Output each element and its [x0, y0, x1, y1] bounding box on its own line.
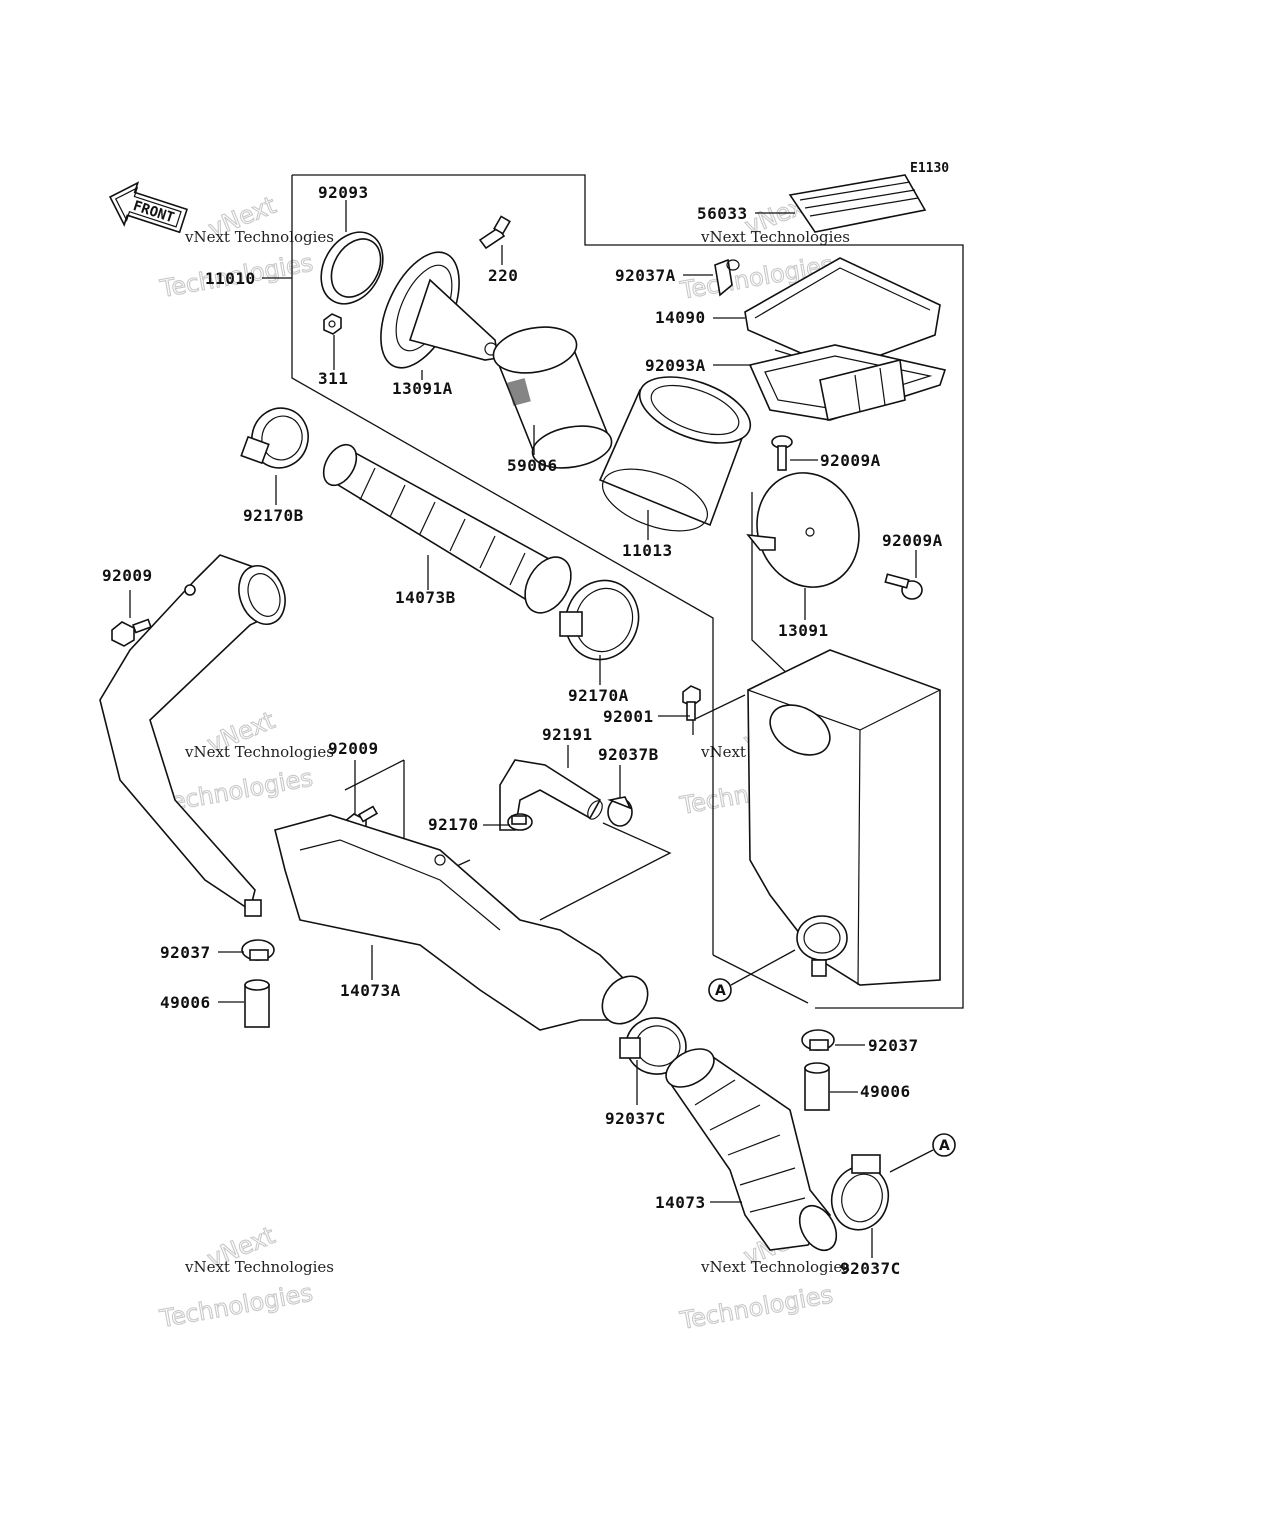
label-49006-right: 49006 — [860, 1082, 911, 1101]
clamp-92170B — [240, 407, 309, 469]
label-11013: 11013 — [622, 541, 673, 560]
filter-element-11013 — [598, 376, 752, 532]
label-92170: 92170 — [428, 815, 479, 834]
callout-a-lower: A — [889, 1133, 956, 1173]
svg-text:Technologies: Technologies — [157, 1279, 315, 1334]
bolt-220 — [478, 215, 511, 250]
clamp-92037B — [607, 796, 633, 827]
label-92037-right: 92037 — [868, 1036, 919, 1055]
label-11010: 11010 — [205, 269, 256, 288]
clamp-92037C-right — [830, 1154, 890, 1231]
label-59006: 59006 — [507, 456, 558, 475]
svg-text:vNext Technologies: vNext Technologies — [184, 228, 334, 246]
clamp-92037-right — [801, 1029, 835, 1051]
filter-holder-13091A — [380, 251, 499, 369]
label-92093A: 92093A — [645, 356, 706, 375]
label-92009-left: 92009 — [102, 566, 153, 585]
label-92009-mid: 92009 — [328, 739, 379, 758]
part-labels: 92093 11010 220 311 13091A 56033 92037A … — [102, 183, 943, 1278]
label-56033 — [788, 174, 927, 233]
screw-92009A-right — [884, 573, 923, 600]
label-92009A-top: 92009A — [820, 451, 881, 470]
svg-text:Technologies: Technologies — [677, 1280, 835, 1335]
label-220: 220 — [488, 266, 518, 285]
seal-92093 — [320, 231, 384, 305]
label-13091A: 13091A — [392, 379, 453, 398]
label-92037-left: 92037 — [160, 943, 211, 962]
hose-14073 — [665, 1048, 838, 1252]
watermark-mid-left: vNext vNext Technologies Technologies — [157, 706, 334, 819]
front-arrow-icon: FRONT — [108, 181, 189, 234]
label-92009A-right: 92009A — [882, 531, 943, 550]
label-311: 311 — [318, 369, 348, 388]
label-92170B: 92170B — [243, 506, 304, 525]
screw-92009A-top — [771, 435, 793, 471]
svg-text:A: A — [939, 1138, 950, 1154]
callout-a-upper: A — [708, 949, 796, 1002]
svg-text:vNext Technologies: vNext Technologies — [700, 1258, 850, 1276]
label-92191: 92191 — [542, 725, 593, 744]
label-92170A: 92170A — [568, 686, 629, 705]
clamp-92037C-mid — [619, 1017, 687, 1075]
bolt-92001 — [682, 685, 701, 721]
cover-14090 — [744, 257, 941, 371]
tube-49006-right — [804, 1062, 830, 1111]
hose-14073B — [322, 443, 572, 614]
label-92001: 92001 — [603, 707, 654, 726]
label-14073: 14073 — [655, 1193, 706, 1212]
cover-13091 — [746, 472, 860, 588]
label-56033: 56033 — [697, 204, 748, 223]
label-92037B: 92037B — [598, 745, 659, 764]
svg-text:vNext Technologies: vNext Technologies — [184, 1258, 334, 1276]
hose-92191 — [499, 759, 603, 831]
gasket-92093A — [748, 344, 947, 421]
filter-element-59006 — [492, 326, 613, 469]
nut-311 — [323, 313, 342, 335]
screw-92009-left — [111, 618, 152, 647]
label-14073A: 14073A — [340, 981, 401, 1000]
clamp-92037A — [714, 258, 740, 297]
svg-text:A: A — [715, 983, 726, 999]
clamp-92170A — [559, 579, 640, 661]
label-49006-left: 49006 — [160, 993, 211, 1012]
air-box — [747, 649, 941, 986]
label-92037A: 92037A — [615, 266, 676, 285]
diagram-code: E1130 — [910, 161, 949, 176]
label-13091: 13091 — [778, 621, 829, 640]
label-92093: 92093 — [318, 183, 369, 202]
label-14090: 14090 — [655, 308, 706, 327]
leader-lines — [129, 200, 917, 1258]
watermark-bottom-left: vNext vNext Technologies Technologies — [157, 1221, 334, 1334]
duct-pipe-left — [99, 554, 286, 917]
label-92037C-right: 92037C — [840, 1259, 901, 1278]
duct-14073A — [274, 814, 649, 1031]
label-14073B: 14073B — [395, 588, 456, 607]
tube-49006-left — [244, 979, 270, 1028]
clamp-92037-left — [241, 939, 275, 961]
clamp-92170 — [507, 813, 533, 831]
label-92037C-mid: 92037C — [605, 1109, 666, 1128]
svg-text:vNext Technologies: vNext Technologies — [700, 228, 850, 246]
svg-text:vNext Technologies: vNext Technologies — [184, 743, 334, 761]
